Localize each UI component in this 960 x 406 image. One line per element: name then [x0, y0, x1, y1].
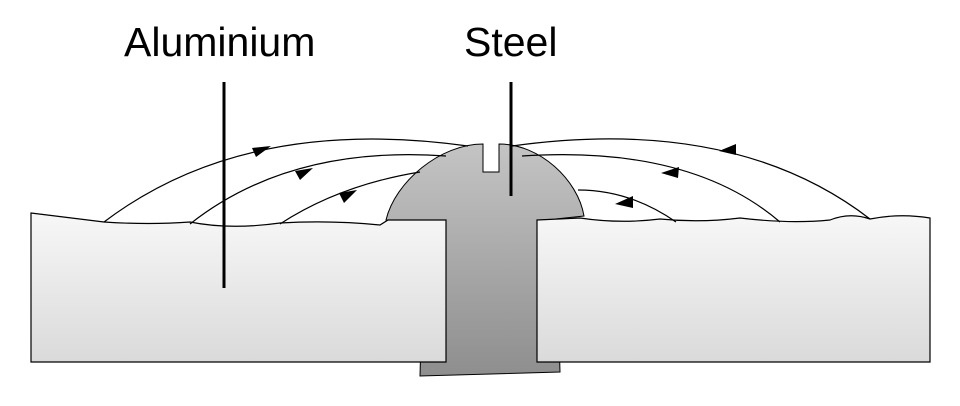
right-aluminium-plate	[536, 215, 931, 363]
aluminium-label: Aluminium	[124, 19, 315, 65]
left-aluminium-plate	[30, 212, 447, 363]
arrowhead-icon	[252, 146, 271, 157]
arrowhead-icon	[661, 167, 679, 178]
arrowhead-icon	[339, 190, 357, 203]
right-field-line-outer	[511, 138, 871, 220]
left-field-line-middle	[189, 154, 447, 225]
right-field-line-middle	[521, 154, 781, 223]
left-field-line-inner	[279, 171, 421, 225]
arrowheads	[252, 144, 736, 208]
arrowhead-icon	[719, 144, 736, 155]
arrowhead-icon	[295, 168, 313, 180]
arrowhead-icon	[615, 196, 633, 208]
steel-label: Steel	[464, 19, 557, 65]
